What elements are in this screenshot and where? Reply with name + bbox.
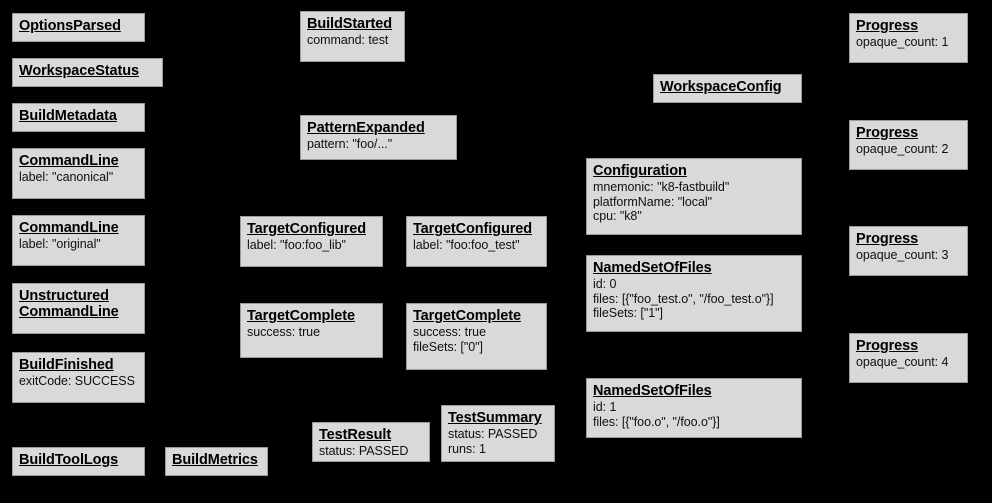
node-fields: success: true bbox=[247, 325, 376, 340]
node-field: opaque_count: 2 bbox=[856, 142, 949, 156]
node-title: Configuration bbox=[593, 163, 687, 179]
node-workspace-config[interactable]: WorkspaceConfig bbox=[653, 74, 802, 103]
node-fields: opaque_count: 1 bbox=[856, 35, 961, 50]
node-fields: command: test bbox=[307, 33, 398, 48]
node-fields: mnemonic: "k8-fastbuild"platformName: "l… bbox=[593, 180, 795, 224]
node-title: BuildMetadata bbox=[19, 108, 117, 124]
node-field: mnemonic: "k8-fastbuild" bbox=[593, 180, 730, 194]
node-field: success: true bbox=[413, 325, 486, 339]
node-field: platformName: "local" bbox=[593, 194, 712, 209]
node-field: opaque_count: 1 bbox=[856, 35, 949, 49]
node-title: Progress bbox=[856, 338, 919, 354]
node-field: runs: 1 bbox=[448, 441, 486, 456]
node-field: id: 0 bbox=[593, 277, 617, 291]
node-title: NamedSetOfFiles bbox=[593, 260, 712, 276]
node-field: command: test bbox=[307, 33, 389, 47]
node-build-metadata[interactable]: BuildMetadata bbox=[12, 103, 145, 132]
node-title: BuildToolLogs bbox=[19, 452, 119, 468]
node-field: cpu: "k8" bbox=[593, 209, 642, 223]
node-field: files: [{"foo_test.o", "/foo_test.o"}] bbox=[593, 291, 774, 306]
node-field: opaque_count: 4 bbox=[856, 355, 949, 369]
node-unstructured-command-line[interactable]: Unstructured CommandLine bbox=[12, 283, 145, 334]
node-title: TargetConfigured bbox=[413, 221, 532, 237]
node-title: WorkspaceStatus bbox=[19, 63, 139, 79]
node-title: TargetComplete bbox=[247, 308, 355, 324]
node-title: BuildFinished bbox=[19, 357, 114, 373]
node-fields: label: "original" bbox=[19, 237, 138, 252]
node-fields: label: "foo:foo_lib" bbox=[247, 238, 376, 253]
node-build-metrics[interactable]: BuildMetrics bbox=[165, 447, 268, 476]
node-title: CommandLine bbox=[19, 220, 119, 236]
node-title: BuildMetrics bbox=[172, 452, 258, 468]
node-fields: status: PASSED bbox=[319, 444, 423, 459]
node-title: TestSummary bbox=[448, 410, 542, 426]
node-title: Progress bbox=[856, 18, 919, 34]
node-fields: opaque_count: 3 bbox=[856, 248, 961, 263]
node-fields: opaque_count: 2 bbox=[856, 142, 961, 157]
node-options-parsed[interactable]: OptionsParsed bbox=[12, 13, 145, 42]
node-field: pattern: "foo/..." bbox=[307, 137, 393, 151]
node-field: label: "canonical" bbox=[19, 170, 114, 184]
node-field: status: PASSED bbox=[448, 427, 538, 441]
node-field: label: "foo:foo_lib" bbox=[247, 238, 346, 252]
node-title: Progress bbox=[856, 231, 919, 247]
node-title: OptionsParsed bbox=[19, 18, 121, 34]
node-field: id: 1 bbox=[593, 400, 617, 414]
node-field: fileSets: ["1"] bbox=[593, 306, 663, 320]
node-fields: exitCode: SUCCESS bbox=[19, 374, 138, 389]
node-title: WorkspaceConfig bbox=[660, 79, 782, 95]
node-title: Progress bbox=[856, 125, 919, 141]
node-field: label: "foo:foo_test" bbox=[413, 238, 520, 252]
node-workspace-status[interactable]: WorkspaceStatus bbox=[12, 58, 163, 87]
node-fields: opaque_count: 4 bbox=[856, 355, 961, 370]
node-field: files: [{"foo.o", "/foo.o"}] bbox=[593, 414, 720, 429]
node-title: TargetComplete bbox=[413, 308, 521, 324]
node-fields: label: "foo:foo_test" bbox=[413, 238, 540, 253]
node-field: success: true bbox=[247, 325, 320, 339]
node-field: label: "original" bbox=[19, 237, 101, 251]
node-title: TargetConfigured bbox=[247, 221, 366, 237]
node-title: Unstructured CommandLine bbox=[19, 288, 119, 320]
node-field: fileSets: ["0"] bbox=[413, 339, 483, 354]
node-title: CommandLine bbox=[19, 153, 119, 169]
node-title: PatternExpanded bbox=[307, 120, 425, 136]
node-title: BuildStarted bbox=[307, 16, 393, 32]
node-title: NamedSetOfFiles bbox=[593, 383, 712, 399]
node-fields: pattern: "foo/..." bbox=[307, 137, 450, 152]
node-field: opaque_count: 3 bbox=[856, 248, 949, 262]
node-field: status: PASSED bbox=[319, 444, 409, 458]
node-title: TestResult bbox=[319, 427, 392, 443]
node-fields: label: "canonical" bbox=[19, 170, 138, 185]
node-field: exitCode: SUCCESS bbox=[19, 374, 135, 388]
node-build-tool-logs[interactable]: BuildToolLogs bbox=[12, 447, 145, 476]
